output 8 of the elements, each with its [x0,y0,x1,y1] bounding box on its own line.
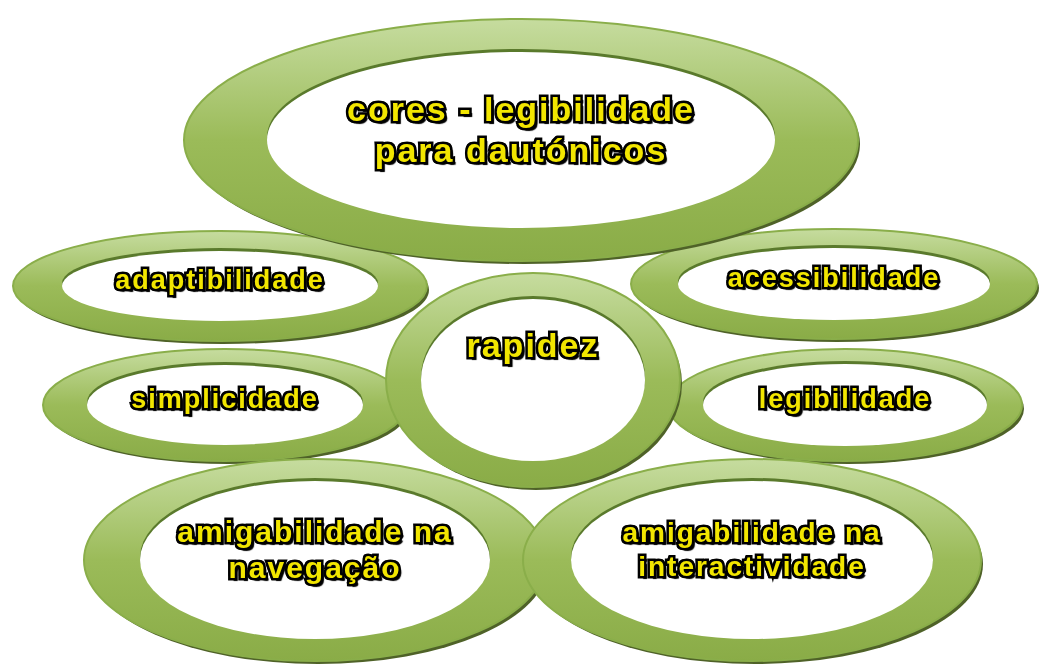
ring-label: simplicidade [131,382,319,416]
ring-label: legibilidade [758,382,932,416]
ring-label: amigabilidade na interactividade [621,516,883,584]
ring-label: amigabilidade na navegação [176,514,454,586]
ring-label: rapidez [466,324,600,366]
ring-label: adaptibilidade [115,263,325,297]
ring-label: cores - legibilidade para dautónicos [346,89,696,171]
ring-label: acessibilidade [727,261,941,295]
